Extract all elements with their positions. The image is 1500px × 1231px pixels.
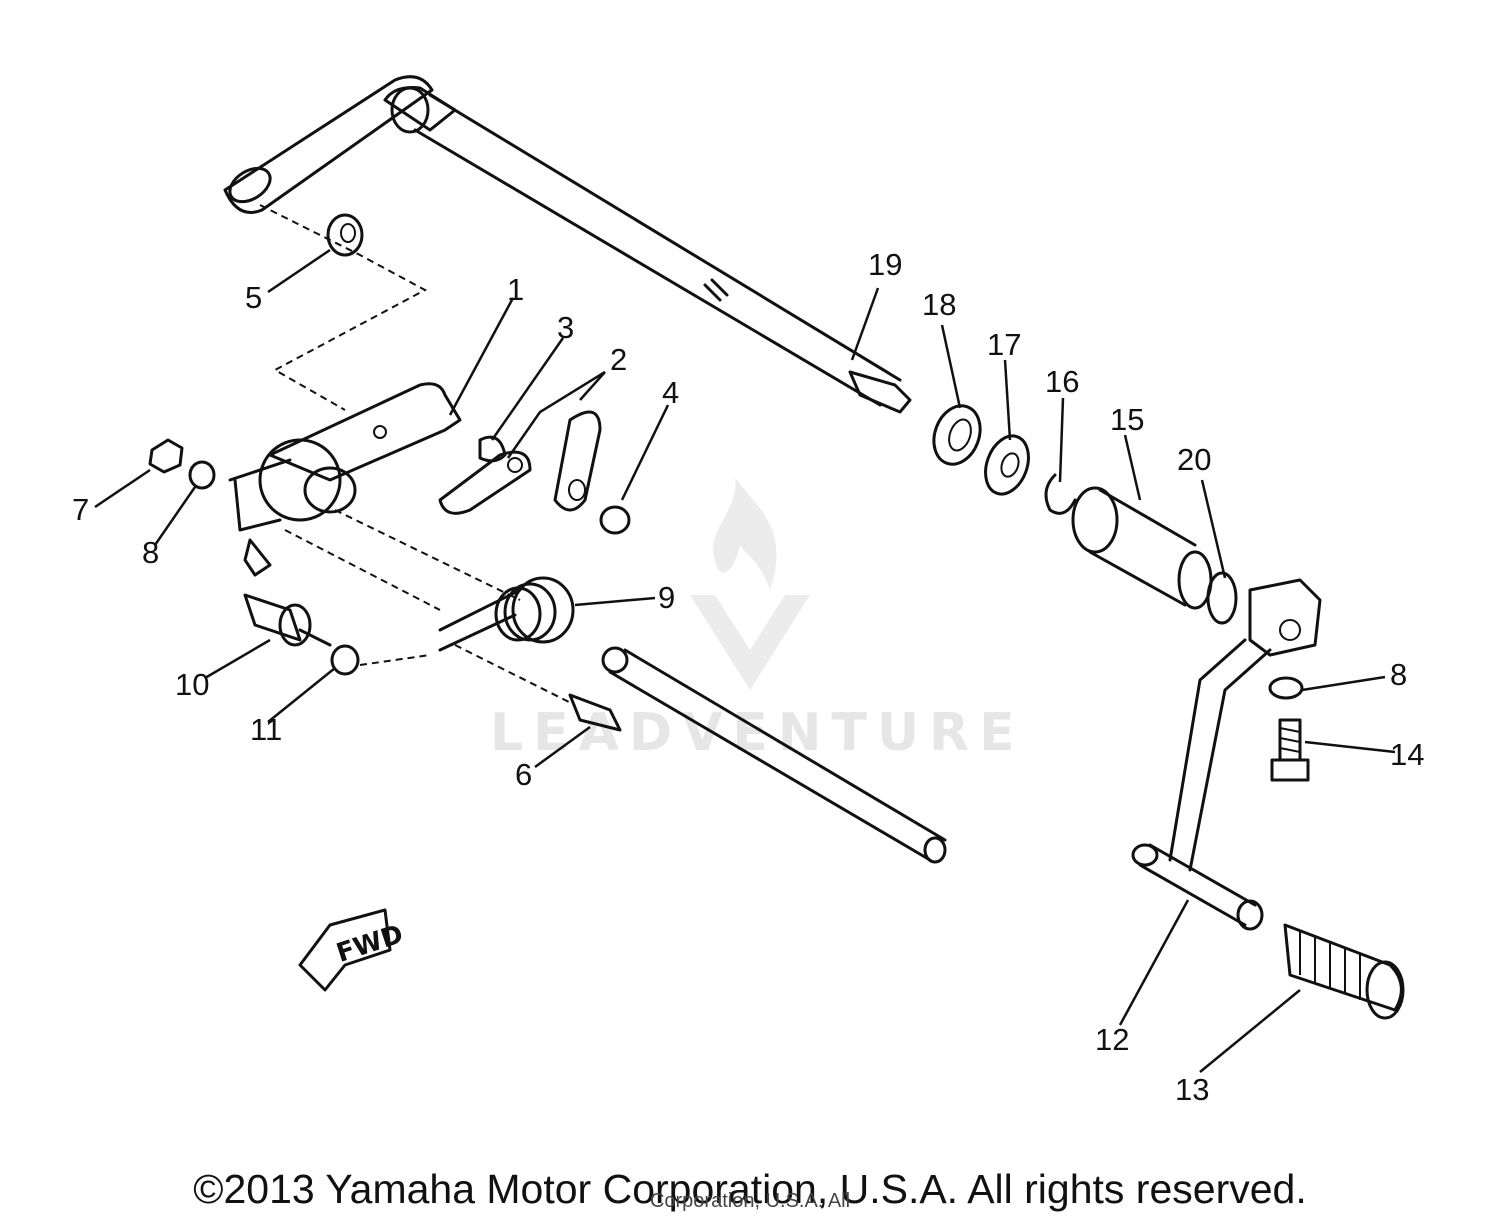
callout-13: 13 [1175,1072,1209,1107]
shift-arm-part-1 [228,382,462,577]
collar-part-15 [1071,486,1213,610]
spring-part-9 [438,576,575,652]
callout-18: 18 [922,287,956,322]
callout-20: 20 [1177,442,1211,477]
guide-rod [601,646,947,864]
shift-pedal-part-12 [1131,578,1322,931]
callout-5: 5 [245,280,262,315]
callout-15: 15 [1110,402,1144,437]
overlapping-footer-text: Corporation, U.S.A. All [649,1190,851,1212]
shift-shaft [223,75,912,414]
o-ring-part-20 [1206,571,1238,625]
callout-9: 9 [658,580,675,615]
callout-labels: 1 2 3 4 5 6 7 8 8 9 10 11 12 13 14 15 16… [72,247,1424,1107]
callout-19: 19 [868,247,902,282]
callout-8-left: 8 [142,535,159,570]
callout-1: 1 [507,272,524,307]
bolt-part-14 [1270,718,1310,782]
washer-part-17 [984,434,1030,496]
oil-seal-part-18 [932,404,982,466]
callout-14: 14 [1390,737,1424,772]
washer-part-8-right [1268,676,1304,700]
nut-part-11 [330,644,360,676]
callout-11: 11 [250,712,282,747]
pawl-parts-2-3-4 [438,410,631,535]
nut-part-7 [148,438,184,474]
callout-2: 2 [610,342,627,377]
callout-7: 7 [72,492,89,527]
stopper-bolt-part-10 [243,593,332,647]
leader-lines [94,248,1396,1073]
pin-part-6 [568,693,622,732]
callout-8-right: 8 [1390,657,1407,692]
callout-4: 4 [662,375,679,410]
fwd-label: FWD [333,919,407,969]
callout-17: 17 [987,327,1021,362]
copyright-notice: ©2013 Yamaha Motor Corporation, U.S.A. A… [193,1166,1307,1212]
forward-arrow-icon: FWD [298,908,407,992]
callout-3: 3 [557,310,574,345]
watermark-text: LEADVENTURE [490,703,1025,763]
callout-16: 16 [1045,364,1079,399]
callout-6: 6 [515,757,532,792]
pedal-rubber-part-13 [1283,923,1405,1020]
circlip-part-16 [1044,473,1077,515]
washer-part-8-left [188,460,216,490]
collar-part-5 [326,213,364,257]
callout-10: 10 [175,667,209,702]
callout-12: 12 [1095,1022,1129,1057]
